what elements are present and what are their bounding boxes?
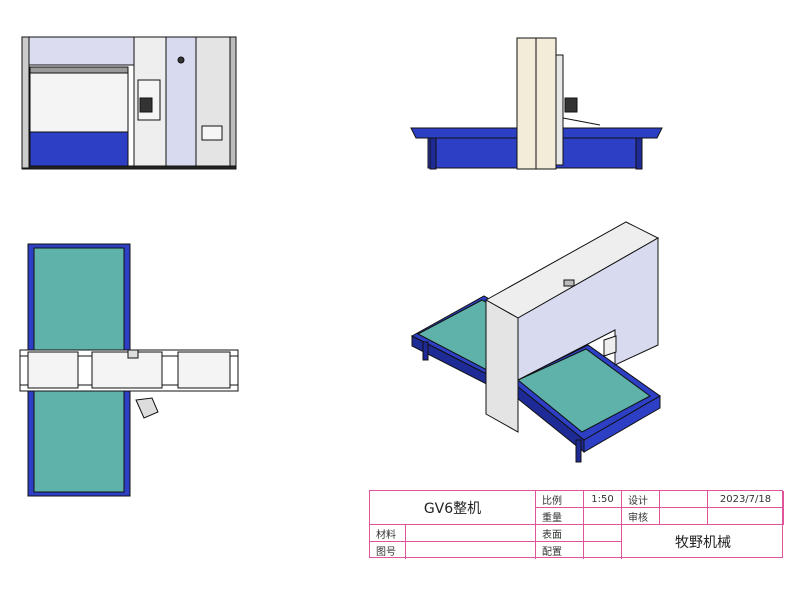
reviewer-field bbox=[660, 508, 708, 525]
design-label: 设计 bbox=[622, 491, 660, 508]
review-date-field bbox=[708, 508, 784, 525]
review-label: 审核 bbox=[622, 508, 660, 525]
material-label: 材料 bbox=[370, 525, 406, 542]
config-label: 配置 bbox=[536, 542, 584, 559]
material-field bbox=[406, 525, 536, 542]
title-block: GV6整机 比例 1:50 设计 2023/7/18 重量 审核 材料 表面 图… bbox=[369, 490, 784, 559]
weight-field bbox=[584, 508, 622, 525]
front-view bbox=[21, 36, 237, 170]
company-name: 牧野机械 bbox=[675, 535, 731, 551]
drawing-title: GV6整机 bbox=[370, 491, 536, 525]
side-view bbox=[410, 37, 663, 170]
drawing-no-field bbox=[406, 542, 536, 559]
top-view bbox=[19, 243, 239, 497]
design-date: 2023/7/18 bbox=[708, 491, 784, 508]
surface-field bbox=[584, 525, 622, 542]
designer-field bbox=[660, 491, 708, 508]
scale-label: 比例 bbox=[536, 491, 584, 508]
isometric-view bbox=[410, 221, 661, 463]
scale-value: 1:50 bbox=[584, 491, 622, 508]
weight-label: 重量 bbox=[536, 508, 584, 525]
surface-label: 表面 bbox=[536, 525, 584, 542]
drawing-no-label: 图号 bbox=[370, 542, 406, 559]
config-field bbox=[584, 542, 622, 559]
